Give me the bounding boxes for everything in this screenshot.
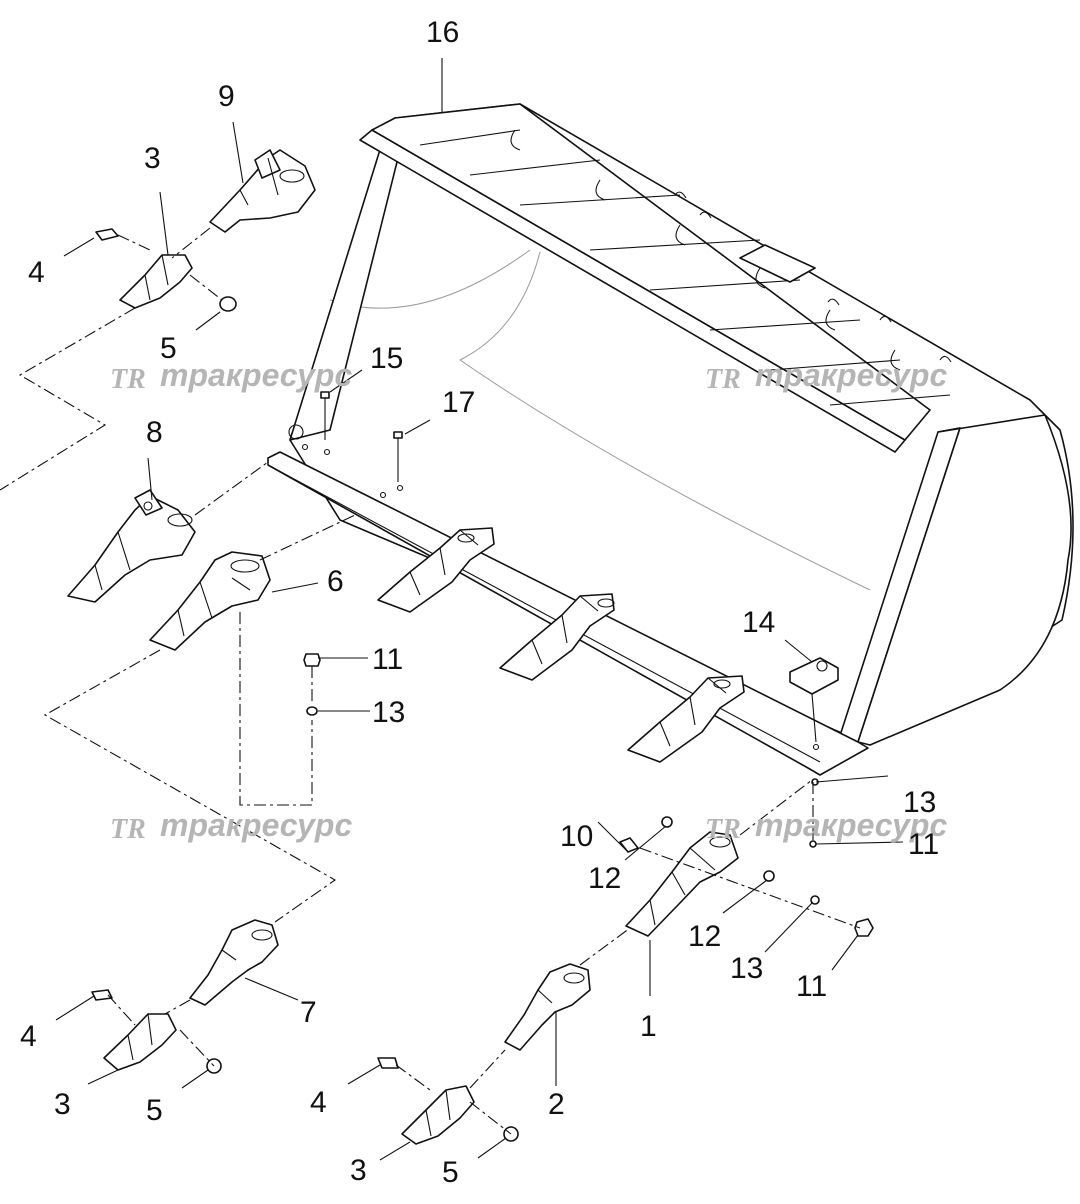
- callout-14: 14: [742, 606, 775, 639]
- callout-11-right: 11: [908, 828, 939, 861]
- tooth-3-bottom-left: [103, 1013, 177, 1071]
- callout-3-top: 3: [144, 142, 161, 175]
- watermark-logo: TR: [110, 814, 146, 845]
- callout-10: 10: [560, 820, 593, 853]
- adapter-7: [189, 919, 279, 1006]
- callout-3-bottom-center: 3: [350, 1154, 367, 1187]
- washer-13-left: [306, 706, 318, 716]
- callout-4-top: 4: [28, 256, 45, 289]
- callout-7: 7: [300, 996, 317, 1029]
- callout-11-left: 11: [372, 643, 403, 676]
- callout-1: 1: [640, 1010, 657, 1043]
- washer-13-b: [810, 895, 820, 905]
- callout-9: 9: [218, 80, 235, 113]
- watermark-text: тракресурс: [755, 357, 947, 393]
- callout-4-bottom-center: 4: [310, 1086, 327, 1119]
- tooth-3-top: [119, 254, 193, 309]
- watermark-text: тракресурс: [160, 807, 352, 843]
- callout-16: 16: [426, 16, 459, 49]
- nut-11-left: [303, 653, 321, 667]
- adapter-9: [209, 149, 316, 233]
- callout-15: 15: [370, 342, 403, 375]
- pin-4-bottom-left: [91, 989, 113, 1001]
- watermark-logo: TR: [705, 364, 741, 395]
- callout-13-left: 13: [372, 696, 405, 729]
- watermark-logo: TR: [705, 814, 741, 845]
- callout-5-bottom-left: 5: [146, 1094, 163, 1127]
- watermark-logo: TR: [110, 364, 146, 395]
- callout-12-a: 12: [588, 862, 621, 895]
- adapter-2: [504, 963, 591, 1051]
- callout-5-top: 5: [160, 332, 177, 365]
- assembly-lines: [0, 227, 861, 1135]
- callout-13-right: 13: [903, 786, 936, 819]
- callout-13-b: 13: [730, 952, 763, 985]
- nut-11-b: [854, 918, 874, 937]
- bucket-body: [267, 103, 1074, 776]
- callout-2: 2: [548, 1088, 565, 1121]
- callout-8: 8: [146, 416, 163, 449]
- callout-11-b: 11: [796, 970, 827, 1003]
- callout-labels: 16 9 3 4 5 15 17 8 6 11 13 14 13 11 10 1…: [20, 16, 939, 1189]
- callout-12-b: 12: [688, 920, 721, 953]
- retainer-5-top: [219, 296, 237, 312]
- washer-12-a: [661, 816, 673, 828]
- callout-17: 17: [442, 386, 475, 419]
- watermark-bottom-right: TR тракресурс: [705, 807, 947, 845]
- tooth-3-bottom-center: [401, 1085, 475, 1145]
- callout-3-bottom-left: 3: [54, 1088, 71, 1121]
- watermark-top-left: TR тракресурс: [110, 357, 352, 395]
- watermark-bottom-left: TR тракресурс: [110, 807, 352, 845]
- watermark-text: тракресурс: [755, 807, 947, 843]
- adapter-6: [149, 551, 271, 651]
- leader-lines: [55, 58, 904, 1161]
- tooth-1-assembly: [625, 831, 739, 937]
- adapter-8: [67, 489, 196, 603]
- mounted-teeth: [377, 527, 745, 763]
- callout-5-bottom-center: 5: [442, 1156, 459, 1189]
- bolt-10: [619, 837, 639, 853]
- pin-4-top: [95, 228, 119, 241]
- washer-12-b: [763, 870, 775, 882]
- watermark-top-right: TR тракресурс: [705, 357, 947, 395]
- callout-4-bottom-left: 4: [20, 1020, 37, 1053]
- watermark-text: тракресурс: [160, 357, 352, 393]
- callout-6: 6: [327, 565, 344, 598]
- pin-4-bottom-center: [377, 1057, 399, 1069]
